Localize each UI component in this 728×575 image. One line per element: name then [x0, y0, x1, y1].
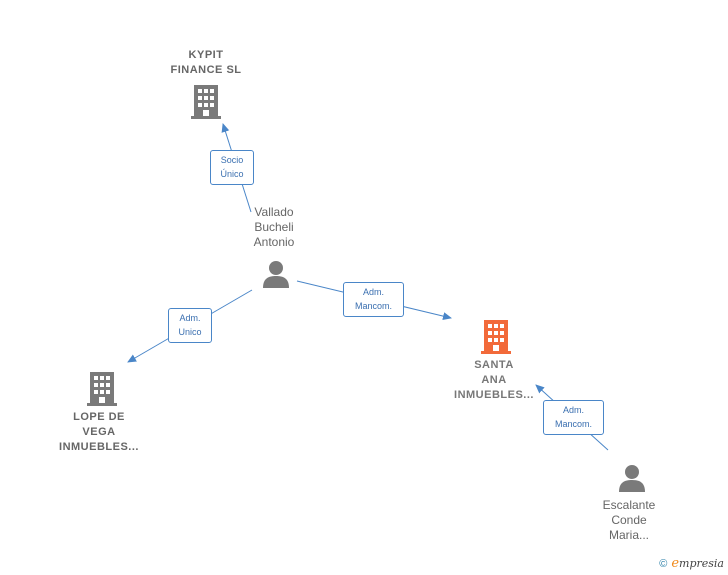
santa-line-1: SANTA [474, 359, 514, 371]
edge-label-line: Unico [178, 327, 202, 337]
lope-line-1: LOPE DE [73, 411, 125, 423]
escalante-line-2: Conde [611, 513, 647, 527]
santa-line-3: INMUEBLES... [454, 389, 534, 401]
edge-label-line: Adm. [179, 313, 201, 323]
escalante-line-3: Maria... [608, 528, 649, 542]
footer-brand: ©empresia [659, 556, 724, 571]
lope-line-2: VEGA [82, 426, 116, 438]
person-icon[interactable] [617, 463, 647, 493]
vallado-line-1: Vallado [254, 205, 294, 219]
building-icon[interactable] [87, 372, 117, 406]
building-icon[interactable] [191, 85, 221, 119]
kypit-line-2: FINANCE SL [170, 64, 242, 76]
kypit-line-1: KYPIT [188, 49, 224, 61]
vallado-line-3: Antonio [253, 235, 295, 249]
brand-logo: empresia [671, 556, 724, 571]
node-label-lope[interactable]: LOPE DE VEGA INMUEBLES... [49, 410, 149, 455]
edge-label-line: Socio [220, 155, 244, 165]
node-label-vallado[interactable]: Vallado Bucheli Antonio [224, 205, 324, 250]
edge-label-adm-unico[interactable]: Adm. Unico [168, 308, 212, 343]
node-label-escalante[interactable]: Escalante Conde Maria... [579, 498, 679, 543]
edge-label-line: Mancom. [554, 419, 592, 429]
santa-line-2: ANA [481, 374, 507, 386]
building-icon-focus[interactable] [481, 320, 511, 354]
edge-label-line: Adm. [362, 287, 384, 297]
copyright-symbol: © [659, 558, 668, 570]
brand-rest: mpresia [679, 557, 724, 570]
vallado-line-2: Bucheli [254, 220, 294, 234]
edge-label-socio-unico[interactable]: Socio Único [210, 150, 254, 185]
node-label-santa[interactable]: SANTA ANA INMUEBLES... [444, 358, 544, 403]
node-label-kypit[interactable]: KYPIT FINANCE SL [156, 48, 256, 78]
edge-label-adm-mancom-1[interactable]: Adm. Mancom. [343, 282, 404, 317]
edge-label-line: Único [220, 169, 244, 179]
edge-label-line: Adm. [562, 405, 584, 415]
brand-initial: e [671, 556, 680, 571]
edge-label-adm-mancom-2[interactable]: Adm. Mancom. [543, 400, 604, 435]
edge-label-line: Mancom. [354, 301, 392, 311]
person-icon[interactable] [261, 259, 291, 289]
escalante-line-1: Escalante [602, 498, 656, 512]
lope-line-3: INMUEBLES... [59, 441, 139, 453]
